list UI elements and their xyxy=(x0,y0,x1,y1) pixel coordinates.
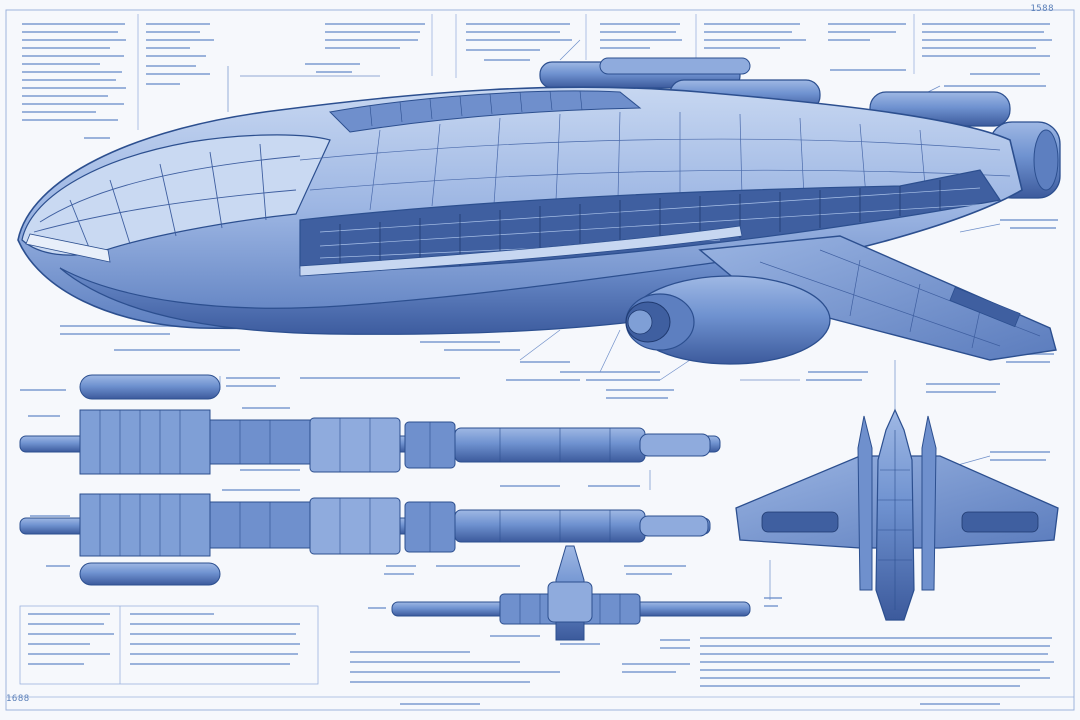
front-view-ship xyxy=(735,408,1059,621)
front-view-right-fin xyxy=(921,415,937,591)
machinery-cutaway xyxy=(299,169,1002,271)
front-view-right-vent xyxy=(961,511,1039,533)
layout-frames xyxy=(19,14,915,685)
spec-block-top-5 xyxy=(600,23,682,49)
spec-block-top-4 xyxy=(466,23,572,61)
upper-deck-windows xyxy=(369,90,583,127)
spec-block-top-6 xyxy=(704,23,806,49)
spec-block-bottom-left xyxy=(28,613,300,665)
side-view-upper-ship xyxy=(19,374,721,475)
side-lower-pod xyxy=(79,562,221,586)
spec-block-top-3 xyxy=(305,23,425,73)
side-upper-ribs xyxy=(99,410,611,474)
sheet-border xyxy=(5,9,1075,711)
spec-block-top-7 xyxy=(828,23,906,71)
spec-block-bottom-center xyxy=(350,635,690,705)
sheet-number-top-right: 1588 xyxy=(1030,4,1054,14)
perspective-view-ship xyxy=(17,57,1061,365)
spec-block-top-right xyxy=(922,23,1052,87)
hull-panel-lines xyxy=(299,111,1011,211)
lower-rail xyxy=(299,225,743,277)
side-lower-ribs xyxy=(99,494,611,556)
spec-block-top-left xyxy=(22,23,126,139)
spec-block-bottom-right xyxy=(660,637,1054,705)
upper-deck xyxy=(328,90,642,133)
ventral-engine-nacelle xyxy=(625,275,831,365)
spec-block-top-2 xyxy=(146,23,214,85)
front-view-left-vent xyxy=(761,511,839,533)
annotation-text-blocks xyxy=(20,23,1058,705)
nose-stripe xyxy=(25,233,111,263)
top-view-ship xyxy=(391,545,751,641)
canopy-frames xyxy=(33,143,301,251)
front-view-left-fin xyxy=(857,415,873,591)
side-upper-pod xyxy=(79,374,221,400)
wing-vent xyxy=(949,286,1021,328)
sheet-number-bottom-left: 1688 xyxy=(6,694,30,704)
side-view-lower-ship xyxy=(19,493,711,586)
